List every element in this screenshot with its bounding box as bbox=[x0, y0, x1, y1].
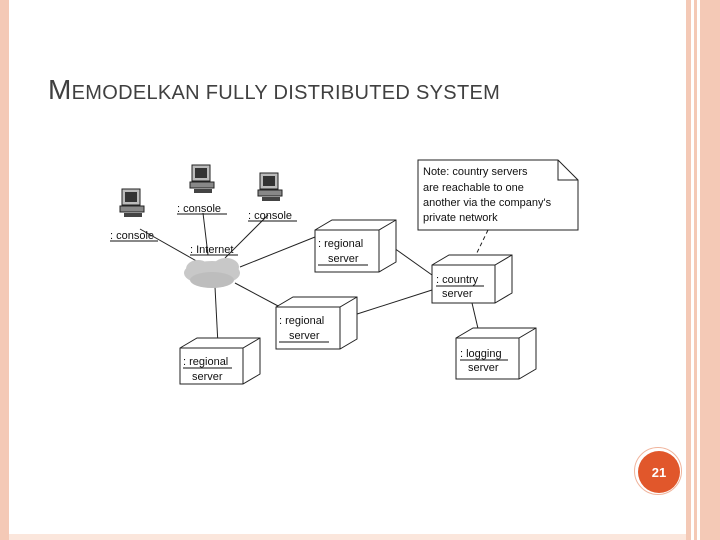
right-border-stripe bbox=[694, 0, 697, 540]
right-border bbox=[700, 0, 720, 540]
node-sublabel: server bbox=[442, 288, 473, 300]
node-sublabel: server bbox=[289, 330, 320, 342]
node-label: : regional bbox=[183, 356, 228, 368]
deployment-diagram: : console : console : console : Internet… bbox=[110, 159, 579, 385]
country-server-node: : country server bbox=[431, 254, 513, 304]
link-regional2-country bbox=[353, 289, 433, 316]
computer-icon bbox=[119, 188, 145, 217]
logging-server-node: : logging server bbox=[455, 327, 537, 380]
link-console1-internet bbox=[139, 228, 201, 264]
internet-label: : Internet bbox=[190, 244, 233, 256]
link-console3-internet bbox=[224, 214, 269, 259]
note-box: Note: country servers are reachable to o… bbox=[417, 159, 579, 231]
console-label: : console bbox=[248, 210, 292, 222]
left-border bbox=[0, 0, 9, 540]
regional-server-node: : regional server bbox=[275, 296, 358, 350]
note-line: another via the company's bbox=[423, 197, 552, 209]
regional-server-node: : regional server bbox=[179, 337, 261, 385]
link-internet-regional1 bbox=[239, 236, 316, 268]
node-label: : regional bbox=[318, 238, 363, 250]
node-label: : regional bbox=[279, 315, 324, 327]
right-border-stripe bbox=[686, 0, 691, 540]
page-number-badge: 21 bbox=[638, 451, 680, 493]
node-sublabel: server bbox=[468, 362, 499, 374]
title-first-letter: M bbox=[48, 74, 72, 105]
console-label: : console bbox=[177, 203, 221, 215]
note-line: Note: country servers bbox=[423, 166, 528, 178]
title-rest: EMODELKAN FULLY DISTRIBUTED SYSTEM bbox=[71, 82, 501, 104]
link-console2-internet bbox=[202, 212, 209, 256]
link-internet-regional2 bbox=[234, 282, 281, 308]
note-line: are reachable to one bbox=[423, 182, 524, 194]
node-sublabel: server bbox=[328, 253, 359, 265]
computer-icon bbox=[189, 164, 215, 193]
note-line: private network bbox=[423, 212, 498, 224]
computer-icon bbox=[257, 172, 283, 201]
bottom-border bbox=[9, 534, 686, 540]
node-label: : country bbox=[436, 274, 479, 286]
page-number-ring bbox=[634, 447, 682, 495]
slide-title: MEMODELKAN FULLY DISTRIBUTED SYSTEM bbox=[48, 74, 500, 106]
link-internet-regional3 bbox=[214, 286, 219, 346]
node-sublabel: server bbox=[192, 371, 223, 383]
node-label: : logging bbox=[460, 348, 502, 360]
link-regional1-country bbox=[393, 247, 433, 276]
regional-server-node: : regional server bbox=[314, 219, 397, 273]
cloud-icon bbox=[184, 258, 240, 288]
console-label: : console bbox=[110, 230, 154, 242]
